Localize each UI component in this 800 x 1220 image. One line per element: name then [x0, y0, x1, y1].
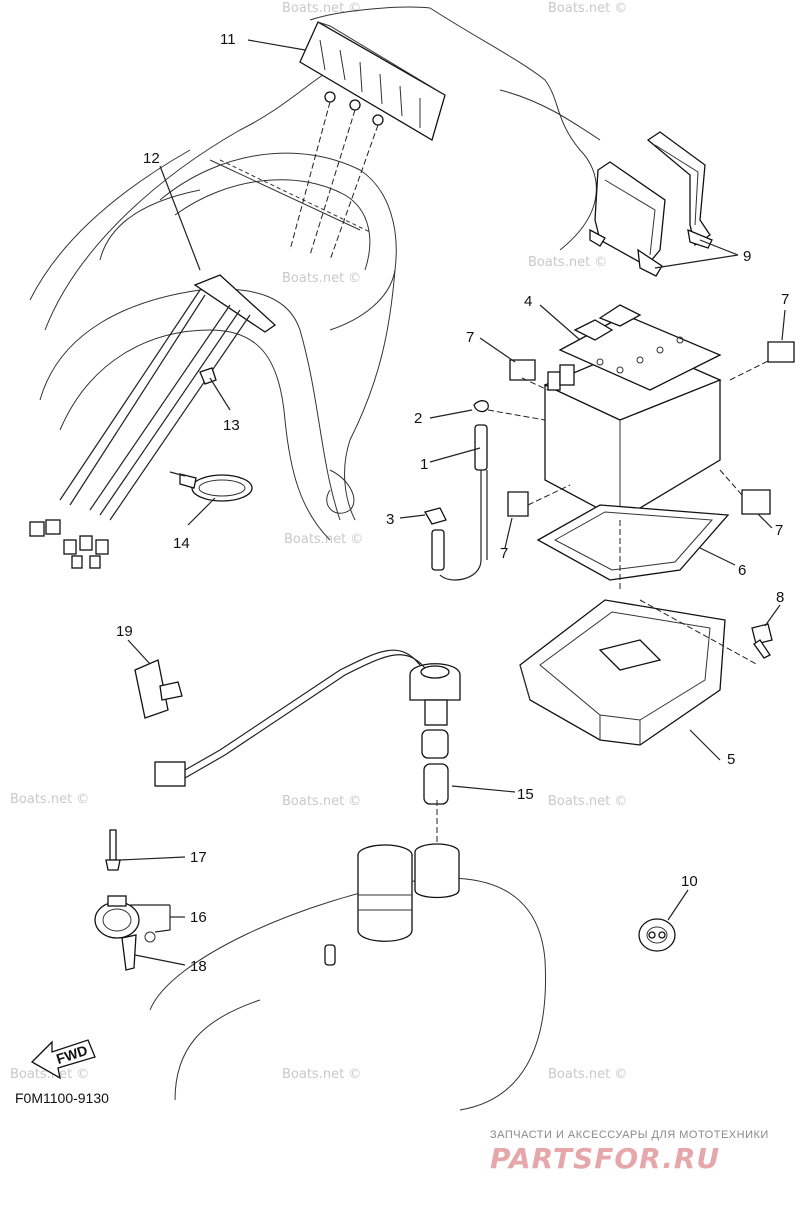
cable-holder-19 [134, 659, 183, 719]
callout-8: 8 [776, 589, 784, 606]
callout-7c: 7 [500, 545, 508, 562]
watermark: Boats.net © [282, 271, 361, 286]
watermark: Boats.net © [282, 794, 361, 809]
callout-2: 2 [414, 410, 422, 427]
footer-caption: ЗАПЧАСТИ И АКСЕССУАРЫ ДЛЯ МОТОТЕХНИКИ [490, 1129, 769, 1141]
callout-6: 6 [738, 562, 746, 579]
callout-9: 9 [743, 248, 751, 265]
guide-lines [436, 359, 771, 845]
strap-18 [121, 934, 137, 971]
callout-1: 1 [420, 456, 428, 473]
callout-14: 14 [173, 535, 190, 552]
callout-18: 18 [190, 958, 207, 975]
callout-4: 4 [524, 293, 532, 310]
leader-lines [119, 39, 786, 966]
callout-3: 3 [386, 511, 394, 528]
callout-15: 15 [517, 786, 534, 803]
callout-7b: 7 [781, 291, 789, 308]
callout-13: 13 [223, 417, 240, 434]
drawing-code: F0M1100-9130 [15, 1090, 109, 1106]
meter-assembly [299, 21, 446, 141]
callout-7d: 7 [775, 522, 783, 539]
battery [543, 304, 722, 521]
callout-numbers: 1 2 3 4 5 6 7 7 7 7 8 9 10 11 12 13 14 1… [116, 31, 789, 975]
grommet-10 [638, 918, 676, 952]
watermark: Boats.net © [528, 255, 607, 270]
callout-5: 5 [727, 751, 735, 768]
battery-mat [536, 504, 730, 581]
watermark: Boats.net © [10, 1067, 89, 1082]
watermark: Boats.net © [548, 1, 627, 16]
watermark: Boats.net © [282, 1, 361, 16]
callout-11: 11 [220, 31, 236, 48]
battery-band [589, 131, 713, 277]
battery-box [519, 599, 726, 746]
bolt-8 [751, 623, 773, 659]
breather-pipe [424, 400, 489, 581]
callout-10: 10 [681, 873, 698, 890]
wire-harness [29, 101, 379, 569]
callout-16: 16 [190, 909, 207, 926]
callout-12: 12 [143, 150, 160, 167]
fuel-tank [149, 843, 547, 1111]
clamp-16 [94, 895, 156, 943]
watermark: Boats.net © [548, 794, 627, 809]
hull-outline [29, 6, 601, 541]
clip-13 [199, 367, 217, 385]
watermark: Boats.net © [282, 1067, 361, 1082]
callout-17: 17 [190, 849, 207, 866]
watermark: Boats.net © [10, 792, 89, 807]
callout-7a: 7 [466, 329, 474, 346]
rivet-17 [105, 829, 121, 871]
battery-pads [507, 341, 795, 517]
watermark: Boats.net © [284, 532, 363, 547]
watermark: Boats.net © [548, 1067, 627, 1082]
callout-19: 19 [116, 623, 133, 640]
sensor-15 [154, 649, 461, 805]
cable-tie-14 [169, 471, 253, 502]
footer-brand: PARTSFOR.RU [490, 1142, 720, 1175]
